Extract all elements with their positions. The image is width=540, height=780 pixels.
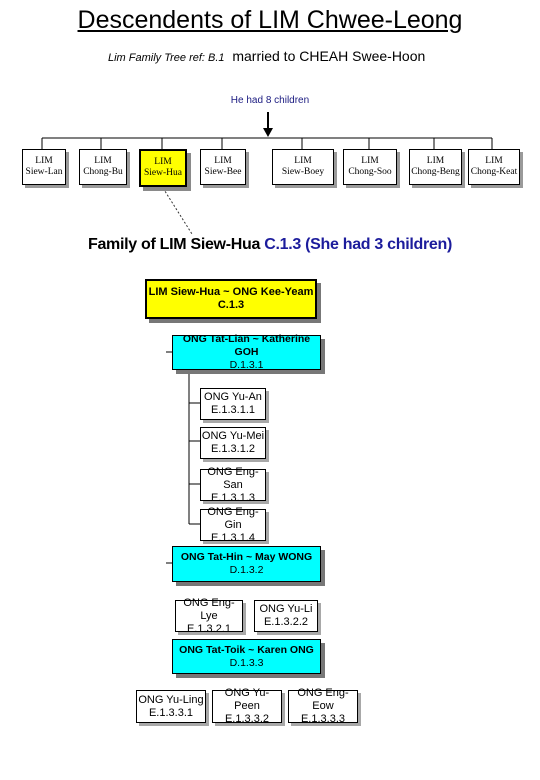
children-count-note: He had 8 children xyxy=(230,95,310,106)
grandchild-box: ONG Eng-San E.1.3.1.3 xyxy=(200,465,266,504)
child-box-chong-bu: LIM Chong-Bu xyxy=(79,149,127,185)
branch-couple-box: ONG Tat-Lian ~ Katherine GOH D.1.3.1 xyxy=(172,333,321,371)
grandchild-ref: E.1.3.3.3 xyxy=(300,713,346,725)
grandchild-ref: E.1.3.1.3 xyxy=(210,491,256,504)
grandchild-box: ONG Yu-Ling E.1.3.3.1 xyxy=(136,690,206,723)
child-box-chong-keat: LIM Chong-Keat xyxy=(468,149,520,185)
child-given-name: Siew-Bee xyxy=(204,167,242,177)
grandchild-box: ONG Eng-Lye E.1.3.2.1 xyxy=(175,596,243,635)
child-given-name: Siew-Boey xyxy=(281,167,325,177)
branch-couple-box: ONG Tat-Hin ~ May WONG D.1.3.2 xyxy=(172,546,321,582)
grandchild-name: ONG Eng-San xyxy=(207,465,259,491)
child-surname: LIM xyxy=(154,157,172,167)
grandchild-name: ONG Yu-Li xyxy=(259,603,313,615)
child-surname: LIM xyxy=(94,156,112,166)
grandchild-ref: E.1.3.2.2 xyxy=(263,616,309,628)
child-box-siew-hua: LIM Siew-Hua xyxy=(139,149,187,187)
child-surname: LIM xyxy=(361,156,379,166)
branch-couple-ref: D.1.3.1 xyxy=(229,359,264,371)
family-tree-reference: Lim Family Tree ref: B.1 married to CHEA… xyxy=(108,48,425,64)
branch-couple-ref: D.1.3.3 xyxy=(229,656,264,669)
branch-couple-ref: D.1.3.2 xyxy=(229,564,264,576)
grandchild-ref: E.1.3.3.2 xyxy=(224,713,270,725)
child-surname: LIM xyxy=(485,156,503,166)
child-given-name: Chong-Soo xyxy=(348,167,392,177)
branch-couple-box: ONG Tat-Toik ~ Karen ONG D.1.3.3 xyxy=(172,639,321,674)
branch-couple-name: ONG Tat-Toik ~ Karen ONG xyxy=(179,643,314,656)
family-heading: Family of LIM Siew-Hua C.1.3 (She had 3 … xyxy=(0,236,540,254)
child-surname: LIM xyxy=(35,156,53,166)
grandchild-ref: E.1.3.1.4 xyxy=(210,531,256,544)
child-box-siew-boey: LIM Siew-Boey xyxy=(272,149,334,185)
grandchild-name: ONG Eng-Lye xyxy=(183,596,235,622)
grandchild-ref: E.1.3.1.1 xyxy=(210,404,256,416)
child-box-siew-bee: LIM Siew-Bee xyxy=(200,149,246,185)
grandchild-name: ONG Yu-Peen xyxy=(224,687,270,712)
grandchild-name: ONG Eng-Gin xyxy=(207,505,259,531)
grandchild-box: ONG Yu-An E.1.3.1.1 xyxy=(200,388,266,420)
grandchild-name: ONG Yu-Ling xyxy=(138,693,204,706)
child-given-name: Chong-Keat xyxy=(470,167,518,177)
family-heading-ref: C.1.3 (She had 3 children) xyxy=(264,236,453,253)
marriage-text: married to CHEAH Swee-Hoon xyxy=(232,48,426,64)
grandchild-name: ONG Eng-Eow xyxy=(297,687,349,712)
reference-label: Lim Family Tree ref: B.1 xyxy=(108,52,225,64)
grandchild-box: ONG Yu-Li E.1.3.2.2 xyxy=(254,600,318,632)
root-couple-box: LIM Siew-Hua ~ ONG Kee-Yeam C.1.3 xyxy=(145,279,317,319)
family-heading-name: Family of LIM Siew-Hua xyxy=(87,236,261,253)
child-surname: LIM xyxy=(214,156,232,166)
grandchild-box: ONG Eng-Eow E.1.3.3.3 xyxy=(288,687,358,725)
child-box-chong-soo: LIM Chong-Soo xyxy=(343,149,397,185)
root-couple-ref: C.1.3 xyxy=(217,299,245,311)
root-couple-name: LIM Siew-Hua ~ ONG Kee-Yeam xyxy=(148,286,314,298)
grandchild-ref: E.1.3.1.2 xyxy=(210,443,256,455)
child-surname: LIM xyxy=(426,156,445,166)
child-box-siew-lan: LIM Siew-Lan xyxy=(22,149,66,185)
child-given-name: Siew-Lan xyxy=(25,167,63,177)
child-given-name: Siew-Hua xyxy=(144,168,182,178)
page-title: Descendents of LIM Chwee-Leong xyxy=(77,6,463,34)
grandchild-name: ONG Yu-An xyxy=(204,391,262,403)
grandchild-ref: E.1.3.2.1 xyxy=(186,622,232,635)
grandchild-ref: E.1.3.3.1 xyxy=(148,706,194,719)
child-surname: LIM xyxy=(294,156,312,166)
child-given-name: Chong-Beng xyxy=(411,167,460,177)
grandchild-box: ONG Yu-Peen E.1.3.3.2 xyxy=(212,687,282,725)
grandchild-name: ONG Yu-Mei xyxy=(201,430,265,442)
child-box-chong-beng: LIM Chong-Beng xyxy=(409,149,462,185)
child-given-name: Chong-Bu xyxy=(83,167,123,177)
branch-couple-name: ONG Tat-Lian ~ Katherine GOH xyxy=(182,333,311,358)
grandchild-box: ONG Eng-Gin E.1.3.1.4 xyxy=(200,505,266,544)
grandchild-box: ONG Yu-Mei E.1.3.1.2 xyxy=(200,427,266,459)
branch-couple-name: ONG Tat-Hin ~ May WONG xyxy=(180,551,313,563)
